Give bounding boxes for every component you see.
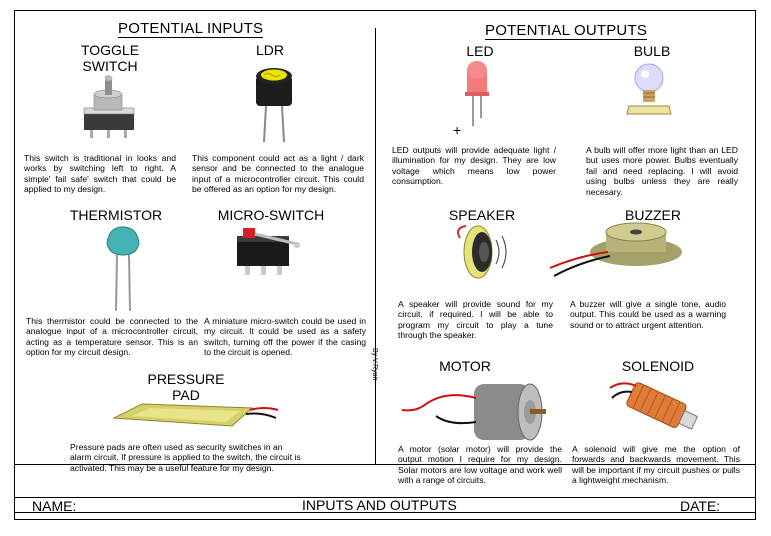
solenoid-image [609,382,699,430]
speaker-title: SPEAKER [448,207,516,223]
led-title: LED [466,43,494,59]
footer-rule-2 [14,512,756,513]
worksheet-title: INPUTS AND OUTPUTS [302,497,457,513]
outputs-heading: POTENTIAL OUTPUTS [485,22,648,40]
led-image [465,61,489,126]
ldr-title: LDR [255,42,284,58]
name-label: NAME: [32,498,77,514]
micro-switch-title: MICRO-SWITCH [217,207,325,223]
thermistor-title: THERMISTOR [69,207,163,223]
date-label: DATE: [680,498,721,514]
ldr-description: This component could act as a light / da… [192,153,364,195]
micro-switch-image [237,228,300,275]
footer-rule-1 [14,497,756,498]
inputs-heading: POTENTIAL INPUTS [118,20,264,38]
thermistor-image [106,226,140,312]
buzzer-description: A buzzer will give a single tone, audio … [570,299,726,330]
led-plus-sign: + [453,122,462,138]
thermistor-description: This thermistor could be connected to th… [26,316,198,358]
buzzer-title: BUZZER [625,207,681,223]
motor-description: A motor (solar motor) will provide the o… [398,444,562,486]
micro-switch-description: A miniature micro-switch could be used i… [204,316,366,358]
bulb-title: BULB [633,43,671,59]
toggle-switch-image [83,75,135,138]
led-description: LED outputs will provide adequate light … [392,145,556,187]
speaker-image [457,225,507,279]
pressure-pad-title: PRESSURE PAD [147,371,225,403]
column-divider [375,28,376,464]
motor-image [401,383,546,441]
ldr-image [256,68,292,143]
motor-title: MOTOR [439,358,491,374]
toggle-switch-title: TOGGLE SWITCH [80,42,140,74]
toggle-switch-description: This switch is traditional in looks and … [24,153,176,195]
solenoid-title: SOLENOID [621,358,695,374]
author-credit: By V.Ryan [371,348,378,381]
pressure-pad-image [112,403,279,427]
bulb-description: A bulb will offer more light than an LED… [586,145,738,197]
solenoid-description: A solenoid will give me the option of fo… [572,444,740,486]
bulb-image [626,63,672,115]
pressure-pad-description: Pressure pads are often used as security… [70,442,301,473]
buzzer-image [549,222,682,277]
speaker-description: A speaker will provide sound for my circ… [398,299,553,341]
worksheet-frame [14,10,756,520]
footer-rule-top [14,464,756,465]
